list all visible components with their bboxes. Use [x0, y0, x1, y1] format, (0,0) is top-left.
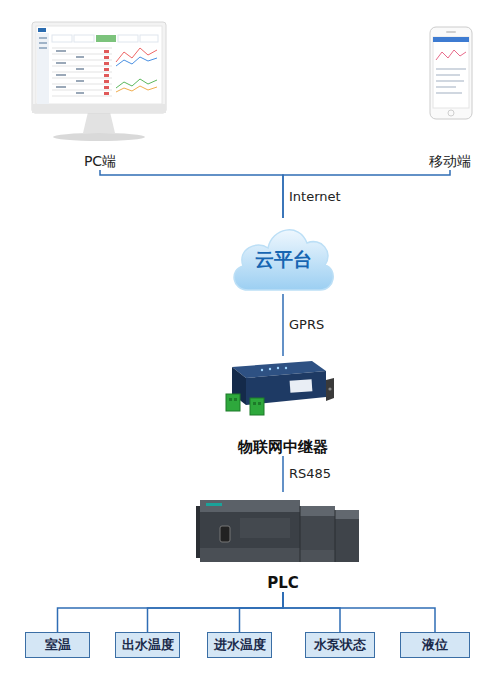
sensor-box: 室温: [25, 632, 90, 658]
connector-line: [282, 456, 284, 492]
connector-line: [100, 170, 283, 218]
sensor-box: 进水温度: [207, 632, 272, 658]
connector-line: [58, 592, 284, 632]
edge-label: GPRS: [289, 317, 324, 333]
node-label: 移动端: [429, 152, 471, 170]
plc-unit: [196, 500, 359, 562]
sensor-box: 出水温度: [115, 632, 180, 658]
edge-label: RS485: [289, 466, 331, 482]
node-label: 液位: [422, 636, 448, 654]
connector-line: [283, 592, 435, 632]
node-label: 室温: [45, 636, 71, 654]
device-node: 物联网中继器: [203, 356, 363, 456]
connector-line: [283, 592, 340, 632]
node-label: 云平台: [255, 239, 312, 273]
edge-label: Internet: [289, 189, 341, 205]
device-node: PLC: [196, 492, 370, 592]
node-label: 进水温度: [214, 636, 266, 654]
cloud-node: 云平台: [228, 218, 338, 294]
device-node: 移动端: [415, 20, 485, 170]
node-label: 水泵状态: [314, 636, 366, 654]
connector-line: [148, 592, 284, 632]
cloud-outline: [234, 230, 333, 290]
connector-line: [283, 170, 450, 218]
node-label: PLC: [267, 574, 299, 592]
sensor-box: 水泵状态: [305, 632, 375, 658]
device-node: PC端: [30, 20, 170, 170]
sensor-box: 液位: [400, 632, 470, 658]
connector-line: [282, 294, 284, 356]
pc-monitor: [32, 22, 166, 141]
node-label: PC端: [84, 152, 116, 170]
node-label: 物联网中继器: [238, 438, 328, 456]
connector-line: [240, 592, 284, 632]
mobile-phone: [430, 27, 472, 119]
iot-relay-device: [226, 361, 334, 415]
node-label: 出水温度: [122, 636, 174, 654]
